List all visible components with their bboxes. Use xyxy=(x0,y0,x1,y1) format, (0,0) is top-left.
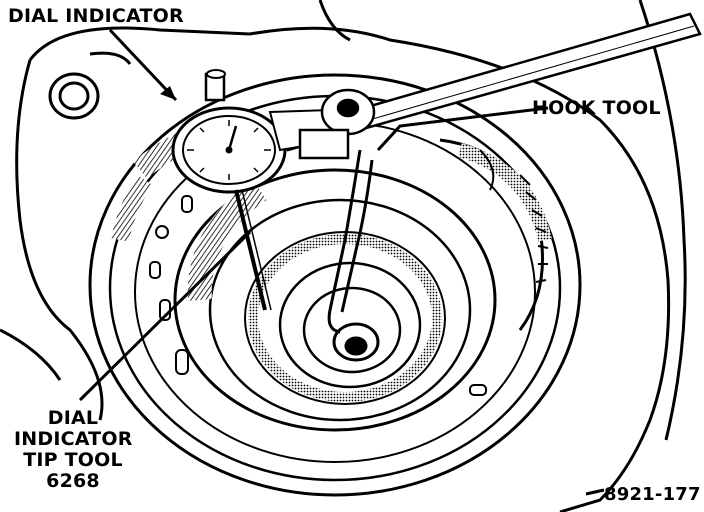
clutch-drum xyxy=(173,168,497,432)
hook-tool xyxy=(327,149,374,334)
transmission-housing xyxy=(0,0,687,512)
tip-tool-label-line3: TIP TOOL xyxy=(23,449,123,471)
dial-indicator-label: DIAL INDICATOR xyxy=(8,5,184,27)
tip-tool-label-line2: INDICATOR xyxy=(14,428,133,450)
tip-tool-label-line1: DIAL xyxy=(47,407,99,429)
ring-gear xyxy=(439,138,552,331)
hook-tool-label: HOOK TOOL xyxy=(532,97,661,119)
figure-number: 8921-177 xyxy=(604,484,701,505)
leader-lines xyxy=(78,28,605,496)
tip-tool-label: DIAL INDICATOR TIP TOOL 6268 xyxy=(14,408,132,492)
tip-tool-label-line4: 6268 xyxy=(46,470,100,492)
clamp-block xyxy=(298,88,376,160)
